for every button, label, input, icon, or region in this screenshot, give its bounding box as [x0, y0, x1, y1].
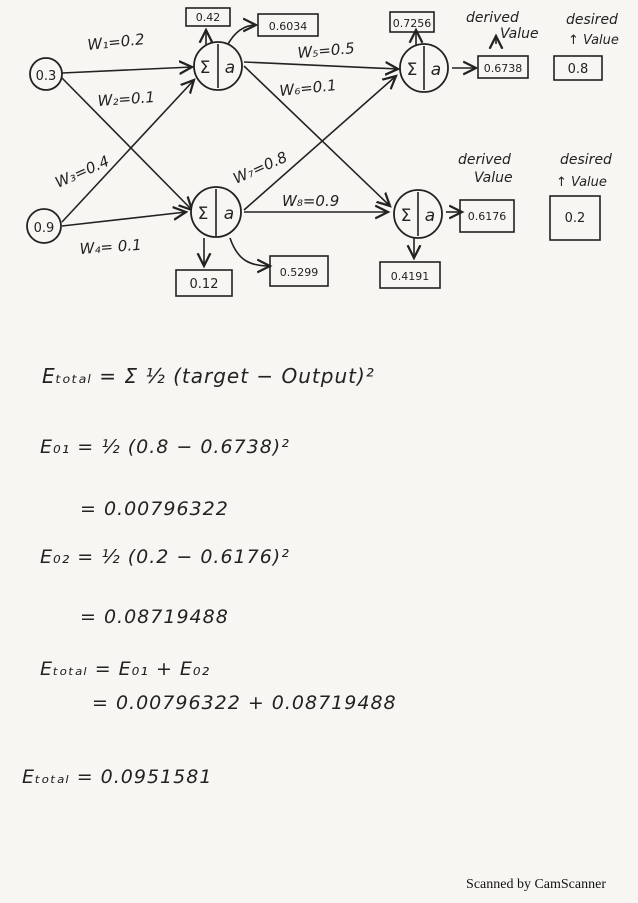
- hidden1-net-value: 0.42: [196, 11, 221, 24]
- activation-symbol: a: [431, 60, 441, 80]
- activation-symbol: a: [224, 204, 234, 224]
- edge-w1: [61, 67, 192, 73]
- weight-label-w2: W₂=0.1: [97, 88, 155, 110]
- edge-w5: [243, 62, 398, 69]
- derived-label-value: Value: [500, 26, 539, 42]
- weight-label-w1: W₁=0.2: [87, 30, 146, 54]
- equation-error-total-definition: Eₜₒₜₐₗ = Σ ½ (target − Output)²: [42, 364, 375, 388]
- sigma-symbol: Σ: [200, 58, 211, 78]
- derived-label: derived: [466, 10, 519, 26]
- input-value: 0.9: [34, 221, 55, 236]
- desired-label-2-value: ↑ Value: [556, 175, 607, 190]
- input-value: 0.3: [36, 69, 57, 84]
- equation-e02: E₀₂ = ½ (0.2 − 0.6176)²: [40, 546, 290, 568]
- weight-label-w5: W₅=0.5: [297, 39, 356, 62]
- activation-symbol: a: [225, 58, 235, 78]
- sigma-symbol: Σ: [198, 204, 209, 224]
- weight-label-w3: W₃=0.4: [52, 152, 112, 192]
- output2-out-value: 0.6176: [468, 210, 507, 223]
- desired-value-1: 0.8: [568, 62, 589, 77]
- desired-value-2: 0.2: [565, 211, 586, 226]
- hidden-node-2: Σ a: [190, 186, 242, 238]
- hidden2-net-value: 0.12: [190, 277, 219, 292]
- equation-error-total-values: = 0.00796322 + 0.08719488: [92, 692, 397, 714]
- edge-w2: [61, 77, 192, 210]
- weight-label-w6: W₆=0.1: [279, 76, 338, 100]
- desired-label-2: desired: [560, 152, 612, 168]
- output-node-2: Σ a: [393, 189, 443, 239]
- hidden2-out-value: 0.5299: [280, 266, 319, 279]
- output1-out-value: 0.6738: [484, 62, 523, 75]
- output2-net-value: 0.4191: [391, 270, 430, 283]
- equation-error-total-result: Eₜₒₜₐₗ = 0.0951581: [22, 766, 213, 788]
- edge-w3: [61, 80, 194, 223]
- equation-error-total-sum: Eₜₒₜₐₗ = E₀₁ + E₀₂: [40, 658, 211, 680]
- equation-e01-result: = 0.00796322: [80, 498, 229, 520]
- weight-label-w7: W₇=0.8: [230, 148, 290, 188]
- hidden1-out-value: 0.6034: [269, 20, 308, 33]
- edge-w7: [243, 76, 396, 211]
- sigma-symbol: Σ: [401, 206, 412, 226]
- equation-e02-result: = 0.08719488: [80, 606, 229, 628]
- hidden-node-1: Σ a: [193, 41, 243, 91]
- output1-net-value: 0.7256: [393, 17, 432, 30]
- equation-e01: E₀₁ = ½ (0.8 − 0.6738)²: [40, 436, 290, 458]
- input-node-1: 0.3: [29, 57, 63, 91]
- input-node-2: 0.9: [26, 208, 62, 244]
- weight-label-w4: W₄= 0.1: [79, 236, 142, 258]
- sigma-symbol: Σ: [407, 60, 418, 80]
- edge-w6: [243, 65, 390, 206]
- edge-w4: [61, 212, 186, 227]
- weight-label-w8: W₈=0.9: [282, 192, 339, 210]
- activation-symbol: a: [425, 206, 435, 226]
- scanner-watermark: Scanned by CamScanner: [466, 877, 606, 892]
- desired-label-value: ↑ Value: [568, 33, 619, 48]
- derived-label-2-value: Value: [474, 170, 513, 186]
- output-node-1: Σ a: [399, 43, 449, 93]
- desired-label: desired: [566, 12, 618, 28]
- derived-label-2: derived: [458, 152, 511, 168]
